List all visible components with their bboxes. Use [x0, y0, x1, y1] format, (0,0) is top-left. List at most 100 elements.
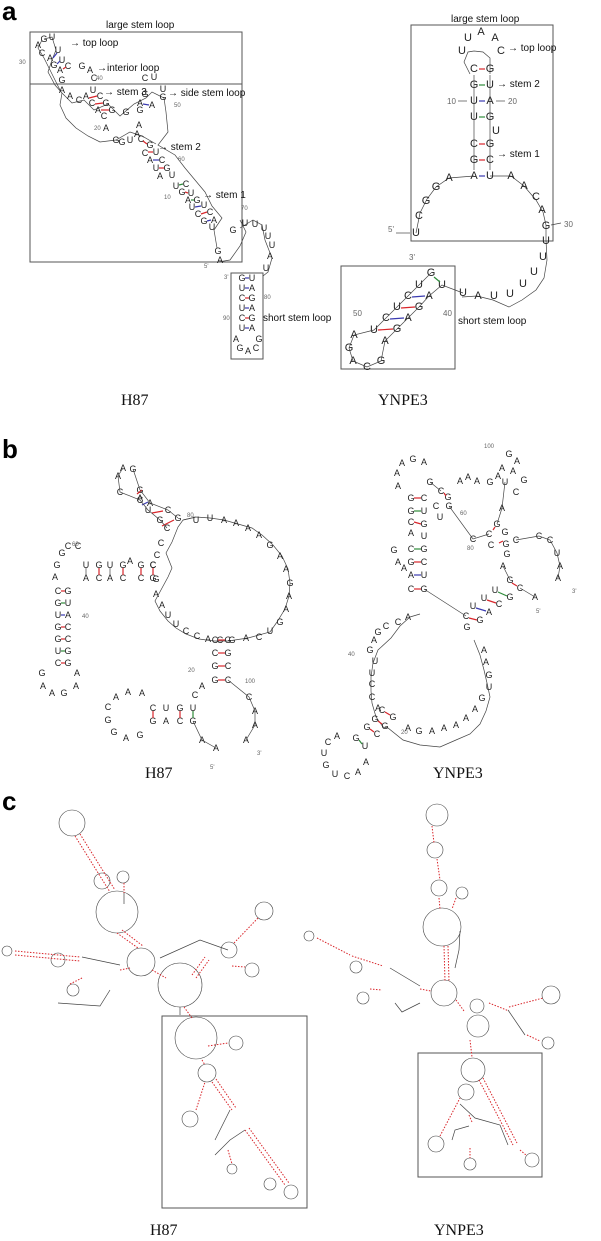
svg-text:G: G — [463, 622, 470, 632]
svg-text:10: 10 — [447, 97, 456, 106]
svg-text:A: A — [134, 129, 140, 139]
svg-text:A: A — [441, 723, 447, 733]
svg-text:A: A — [74, 668, 80, 678]
svg-text:U: U — [151, 72, 158, 82]
svg-text:G: G — [371, 714, 378, 724]
svg-text:G: G — [152, 574, 159, 584]
svg-text:C: C — [239, 313, 246, 323]
svg-text:A: A — [123, 733, 129, 743]
svg-text:G: G — [136, 730, 143, 740]
svg-text:U: U — [437, 512, 444, 522]
svg-text:C: C — [256, 632, 263, 642]
svg-text:U: U — [165, 610, 172, 620]
svg-text:G: G — [146, 140, 153, 150]
svg-text:G: G — [136, 105, 143, 115]
svg-text:U: U — [239, 323, 246, 333]
svg-text:G: G — [503, 549, 510, 559]
svg-text:A: A — [408, 528, 414, 538]
svg-text:G: G — [141, 89, 148, 99]
svg-text:A: A — [67, 91, 73, 101]
svg-text:A: A — [245, 346, 251, 356]
svg-text:A: A — [510, 466, 516, 476]
svg-text:C: C — [138, 134, 145, 144]
panel-label-a: a — [2, 0, 17, 26]
svg-text:G: G — [54, 622, 61, 632]
svg-text:C: C — [105, 702, 112, 712]
svg-text:G: G — [64, 658, 71, 668]
svg-text:G: G — [112, 135, 119, 145]
svg-text:U: U — [369, 668, 376, 678]
svg-text:G: G — [224, 635, 231, 645]
svg-text:A: A — [507, 170, 515, 182]
svg-text:A: A — [408, 570, 414, 580]
svg-text:A: A — [163, 716, 169, 726]
svg-text:G: G — [407, 493, 414, 503]
svg-text:C: C — [75, 541, 82, 551]
svg-text:U: U — [188, 188, 195, 198]
svg-text:U: U — [486, 682, 493, 692]
svg-text:A: A — [520, 180, 528, 192]
svg-text:A: A — [474, 290, 482, 302]
svg-text:C: C — [192, 690, 199, 700]
svg-text:60: 60 — [460, 511, 467, 517]
svg-text:G: G — [64, 646, 71, 656]
svg-text:A: A — [211, 215, 217, 225]
caption-b-ynpe3: YNPE3 — [433, 765, 483, 782]
svg-text:U: U — [249, 273, 256, 283]
svg-text:U: U — [421, 506, 428, 516]
svg-text:C: C — [513, 487, 520, 497]
svg-text:C: C — [183, 179, 190, 189]
svg-text:A: A — [491, 32, 499, 44]
svg-text:C: C — [212, 635, 219, 645]
svg-text:G: G — [389, 712, 396, 722]
svg-text:U: U — [261, 223, 268, 233]
caption-a-ynpe3: YNPE3 — [378, 392, 428, 409]
svg-text:G: G — [38, 668, 45, 678]
svg-text:C: C — [395, 617, 402, 627]
svg-text:C: C — [150, 560, 157, 570]
svg-text:U: U — [190, 703, 197, 713]
svg-text:C: C — [421, 557, 428, 567]
svg-text:U: U — [55, 646, 62, 656]
svg-text:G: G — [409, 454, 416, 464]
svg-text:A: A — [73, 681, 79, 691]
svg-text:→ stem 2: → stem 2 — [497, 79, 540, 90]
svg-text:G: G — [58, 548, 65, 558]
svg-text:G: G — [211, 675, 218, 685]
svg-text:G: G — [40, 34, 47, 44]
svg-text:U: U — [49, 32, 56, 42]
svg-text:C: C — [101, 111, 108, 121]
svg-text:A: A — [199, 681, 205, 691]
svg-text:U: U — [470, 601, 477, 611]
svg-text:A: A — [481, 645, 487, 655]
svg-text:C: C — [463, 611, 470, 621]
svg-text:C: C — [177, 716, 184, 726]
svg-text:A: A — [363, 757, 369, 767]
svg-text:G: G — [228, 635, 235, 645]
svg-text:G: G — [248, 293, 255, 303]
svg-text:U: U — [65, 598, 72, 608]
svg-text:A: A — [249, 303, 255, 313]
svg-text:G: G — [478, 693, 485, 703]
svg-text:40: 40 — [348, 652, 355, 658]
svg-text:C: C — [150, 560, 157, 570]
svg-text:G: G — [214, 246, 221, 256]
svg-text:G: G — [520, 475, 527, 485]
svg-text:U: U — [492, 585, 499, 595]
svg-text:U: U — [239, 303, 246, 313]
caption-b-h87: H87 — [145, 765, 173, 782]
svg-text:70: 70 — [241, 206, 248, 212]
svg-text:G: G — [110, 727, 117, 737]
svg-text:C: C — [55, 586, 62, 596]
svg-text:→interior loop: →interior loop — [97, 63, 160, 74]
svg-text:G: G — [54, 598, 61, 608]
svg-text:A: A — [65, 610, 71, 620]
svg-text:A: A — [538, 204, 546, 216]
svg-text:U: U — [421, 570, 428, 580]
svg-text:A: A — [137, 98, 143, 108]
svg-text:G: G — [53, 560, 60, 570]
svg-text:A: A — [159, 600, 165, 610]
svg-text:60: 60 — [72, 542, 79, 548]
svg-text:→ stem 2: → stem 2 — [158, 142, 201, 153]
svg-text:G: G — [224, 648, 231, 658]
